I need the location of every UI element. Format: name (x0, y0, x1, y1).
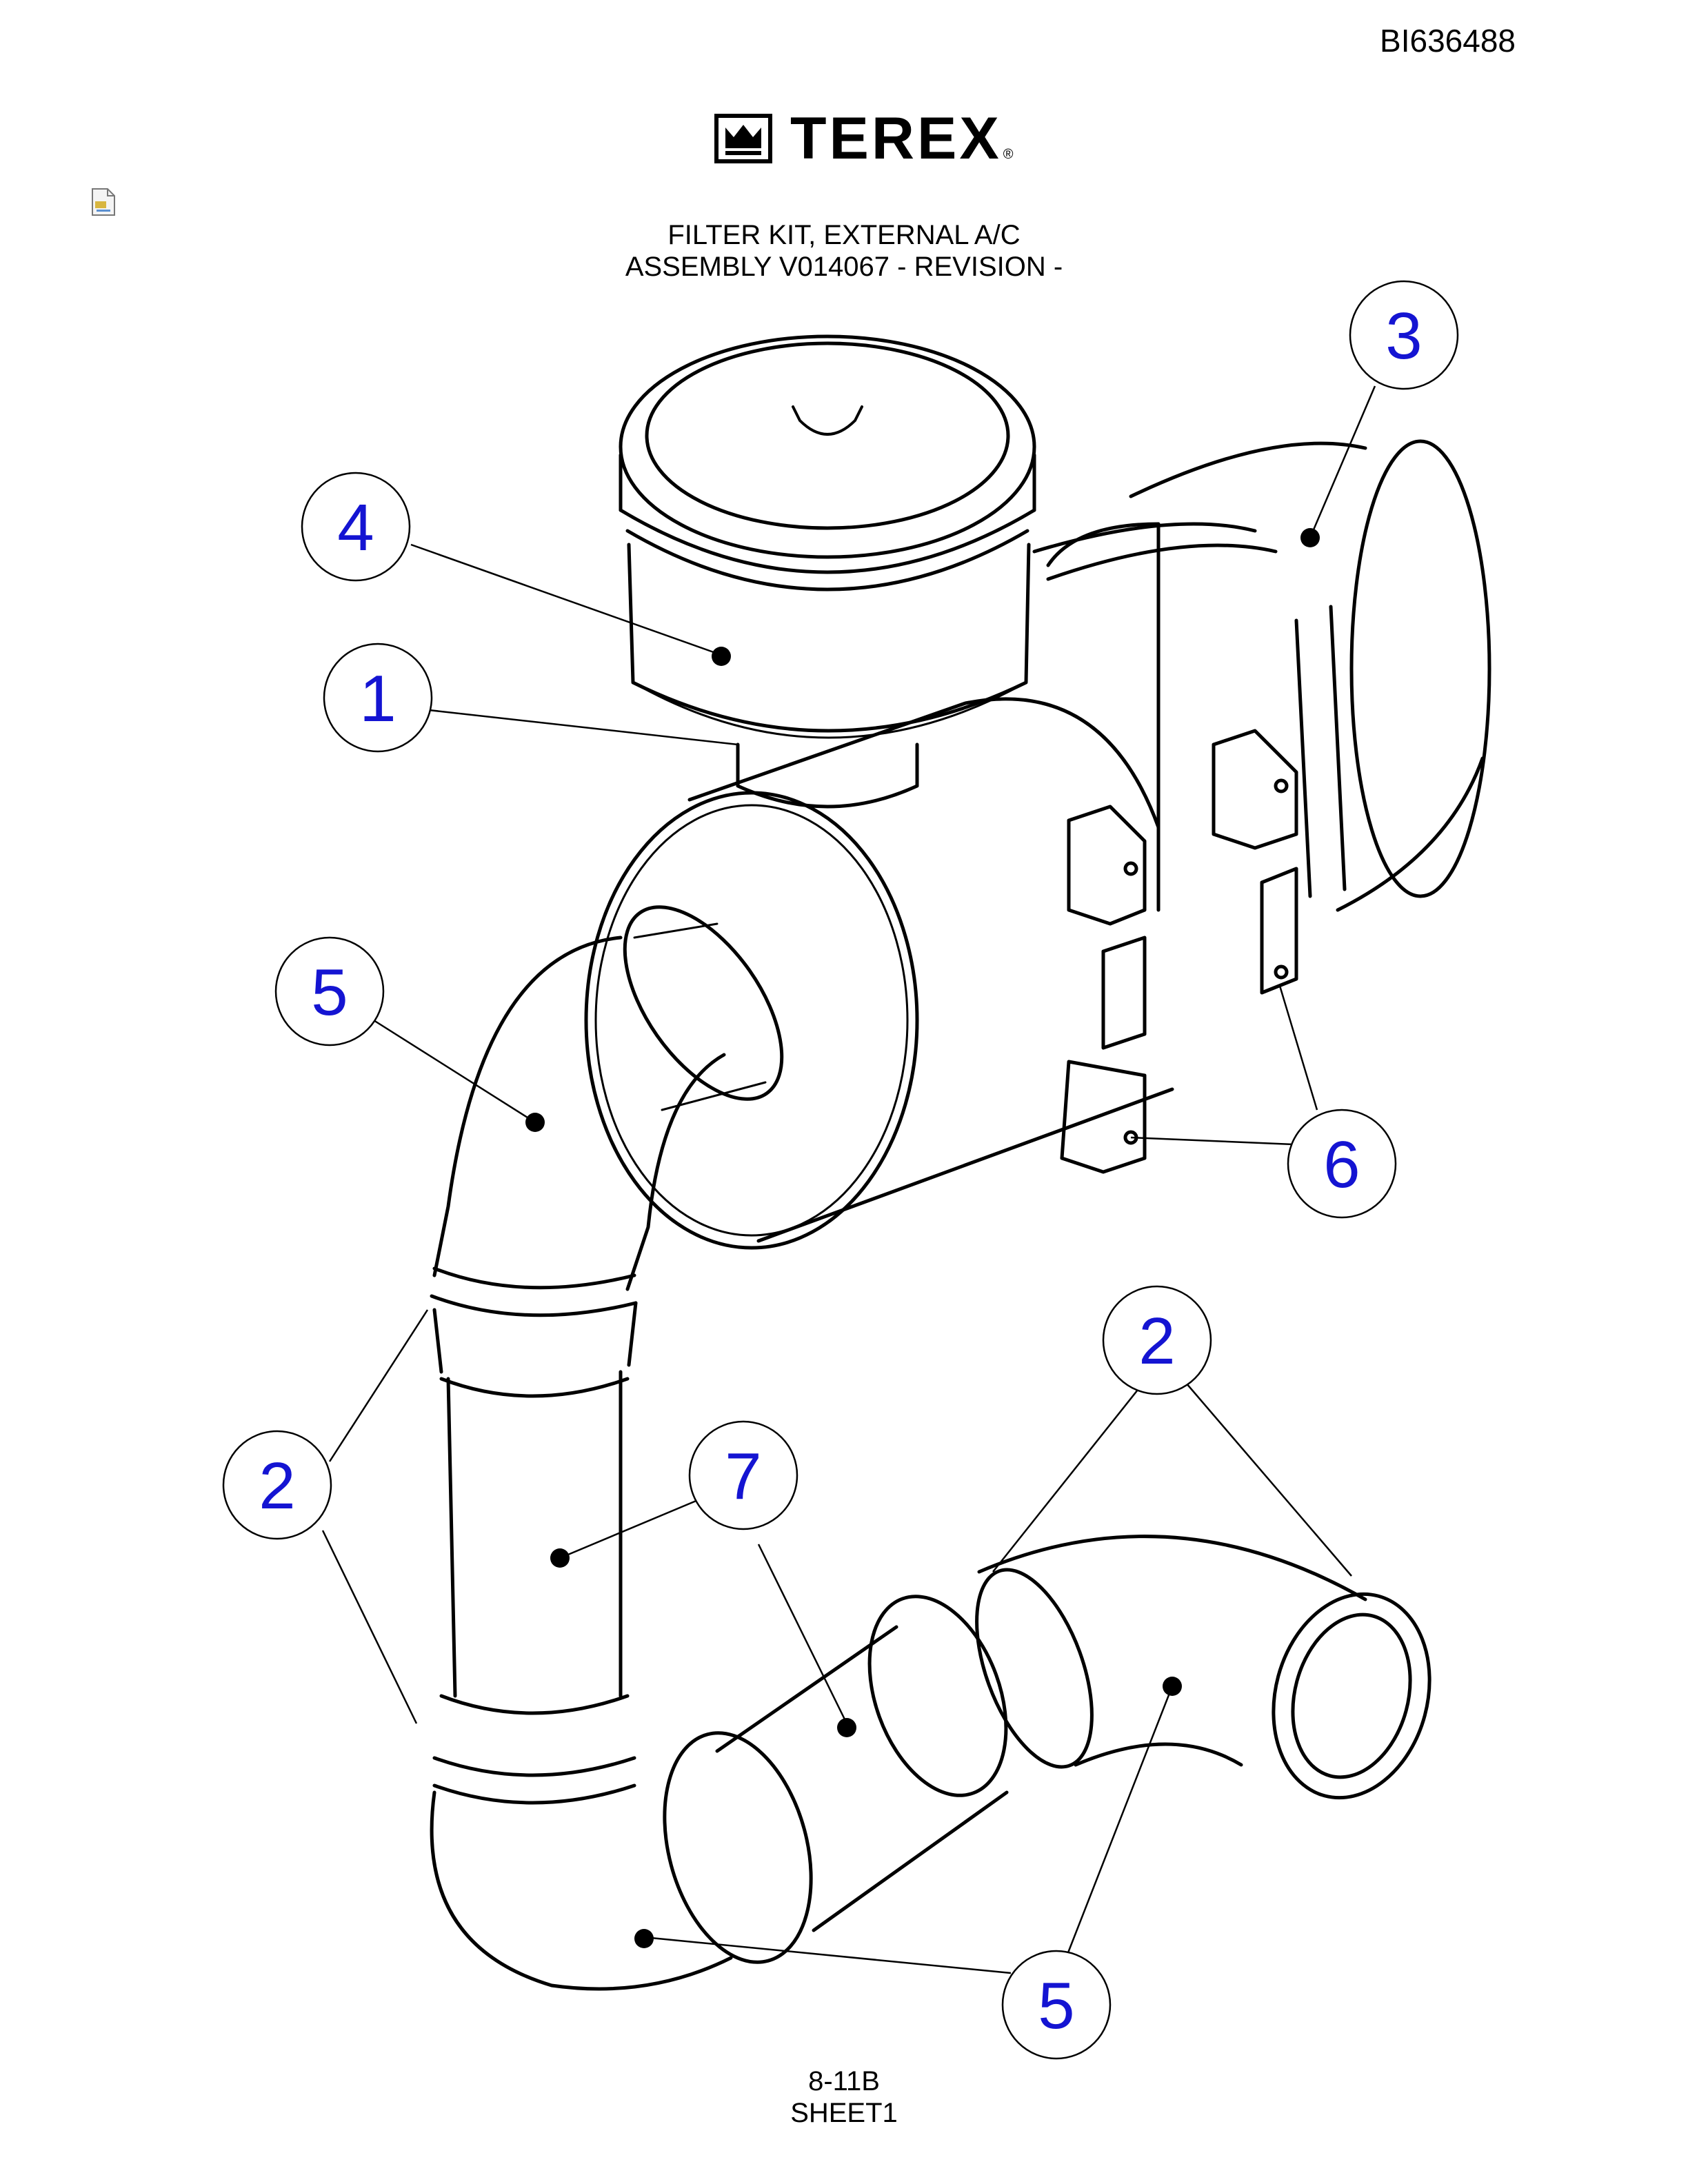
vertical-tube (439, 1370, 630, 1715)
part-markers (525, 528, 1320, 1948)
svg-text:3: 3 (1385, 299, 1422, 373)
svg-text:6: 6 (1323, 1128, 1360, 1202)
callout-5-top: 5 (274, 936, 385, 1046)
terex-logo: TEREX ® (714, 109, 1013, 168)
svg-text:1: 1 (359, 662, 396, 736)
svg-text:5: 5 (311, 956, 348, 1029)
callout-2-right: 2 (1102, 1285, 1212, 1395)
document-id: BI636488 (1380, 23, 1516, 59)
svg-text:7: 7 (725, 1439, 761, 1513)
upper-elbow-hose (432, 905, 784, 1291)
svg-text:2: 2 (259, 1449, 295, 1523)
right-elbow-hose (975, 1535, 1431, 1800)
callout-2-left: 2 (222, 1430, 332, 1540)
svg-text:4: 4 (337, 491, 374, 565)
callout-1: 1 (323, 643, 433, 753)
part-dot-5-top (525, 1113, 545, 1132)
title-line-2: ASSEMBLY V014067 - REVISION - (625, 252, 1063, 282)
precleaner-cap (619, 334, 1036, 739)
callout-7: 7 (688, 1420, 798, 1530)
title-line-1: FILTER KIT, EXTERNAL A/C (667, 220, 1021, 250)
lower-elbow-hose (430, 1731, 813, 1991)
svg-text:2: 2 (1138, 1304, 1175, 1378)
document-icon[interactable] (91, 188, 116, 216)
leader-lines (321, 385, 1376, 1974)
callout-4: 4 (301, 472, 411, 582)
callout-3: 3 (1349, 280, 1459, 390)
part-dot-5-right (1163, 1677, 1182, 1696)
logo-wordmark: TEREX (790, 105, 1002, 172)
part-dot-3 (1300, 528, 1320, 547)
filter-assembly-linework (430, 334, 1491, 1991)
drawing-title: FILTER KIT, EXTERNAL A/C ASSEMBLY V01406… (0, 219, 1688, 283)
sheet-label: SHEET1 (790, 2098, 898, 2128)
part-dot-7-horizontal (837, 1718, 856, 1737)
registered-mark: ® (1003, 147, 1014, 162)
part-dot-5-bottom (634, 1929, 654, 1948)
mounting-brackets (1060, 729, 1298, 1174)
callout-5-bottom: 5 (1001, 1950, 1112, 2060)
upper-hose-clamp (430, 1266, 638, 1374)
part-dot-4 (712, 647, 731, 666)
crown-logo-icon (714, 114, 772, 163)
svg-text:5: 5 (1038, 1969, 1074, 2043)
air-cleaner-housing (584, 522, 1174, 1250)
page-number: 8-11B (808, 2066, 880, 2096)
outlet-end-cap (1032, 439, 1491, 912)
callout-6: 6 (1287, 1109, 1397, 1219)
horizontal-tube (715, 1595, 1009, 1932)
callout-bubbles: 3 4 1 5 6 2 2 7 (222, 280, 1459, 2060)
drawing-footer: 8-11B SHEET1 (0, 2065, 1688, 2129)
part-dot-7-vertical (550, 1548, 570, 1568)
